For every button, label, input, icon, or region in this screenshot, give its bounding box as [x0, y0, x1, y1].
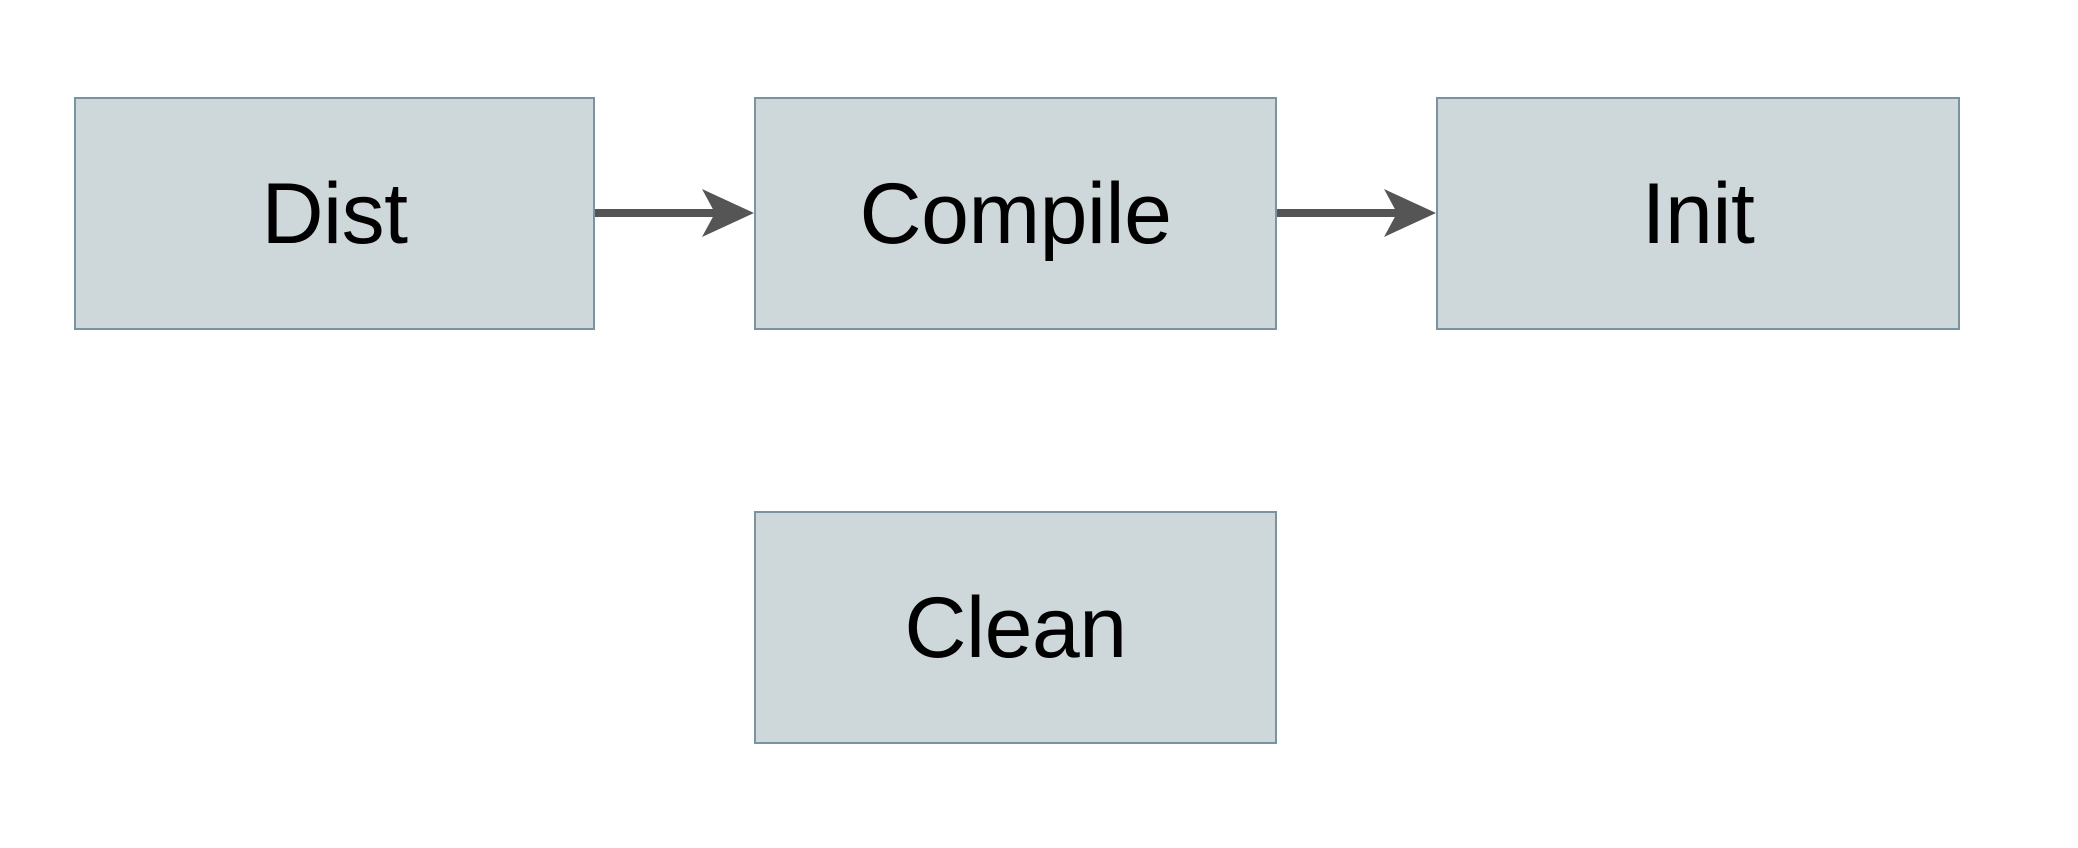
node-compile[interactable]: Compile [754, 97, 1277, 330]
node-dist[interactable]: Dist [74, 97, 595, 330]
node-init[interactable]: Init [1436, 97, 1960, 330]
node-clean-label: Clean [904, 579, 1127, 676]
edge-compile-to-init[interactable] [1277, 189, 1436, 237]
node-clean[interactable]: Clean [754, 511, 1277, 744]
edge-compile-to-init-arrowhead [1384, 189, 1436, 237]
node-dist-label: Dist [261, 165, 408, 262]
node-init-label: Init [1641, 165, 1755, 262]
edge-dist-to-compile[interactable] [595, 189, 754, 237]
node-compile-label: Compile [859, 165, 1172, 262]
edge-dist-to-compile-arrowhead [702, 189, 754, 237]
